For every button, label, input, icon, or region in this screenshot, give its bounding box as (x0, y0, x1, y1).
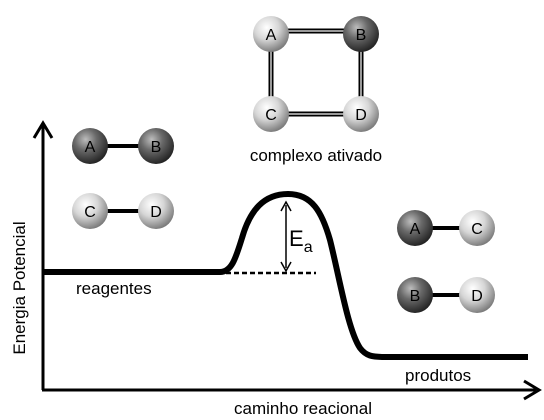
activation-energy-label: Ea (289, 226, 313, 256)
reactant-atom-a: A (72, 128, 108, 164)
svg-text:A: A (85, 139, 96, 156)
complex-atom-c: C (253, 96, 289, 132)
y-axis-arrow-icon (32, 120, 54, 139)
svg-text:C: C (471, 221, 483, 238)
product-atom-c: C (459, 210, 495, 246)
svg-text:B: B (356, 27, 367, 44)
svg-text:B: B (151, 139, 162, 156)
reactant-atom-c: C (72, 193, 108, 229)
activation-energy-arrow-icon (280, 200, 292, 273)
svg-text:D: D (150, 204, 162, 221)
product-molecule-bd: B D (397, 277, 495, 313)
svg-text:A: A (266, 27, 277, 44)
reactant-molecule-cd: C D (72, 193, 174, 229)
activation-energy-symbol: E (289, 226, 304, 251)
reactant-atom-b: B (138, 128, 174, 164)
energy-curve (43, 191, 528, 360)
product-atom-b: B (397, 277, 433, 313)
y-axis-label: Energia Potencial (10, 221, 29, 354)
svg-text:B: B (410, 288, 421, 305)
x-axis-label: caminho reacional (234, 399, 372, 418)
product-atom-a: A (397, 210, 433, 246)
activated-complex: A B C D (253, 16, 379, 132)
axes (32, 120, 542, 401)
svg-text:C: C (84, 204, 96, 221)
complex-atom-d: D (343, 96, 379, 132)
svg-text:C: C (265, 107, 277, 124)
x-axis-arrow-icon (523, 379, 542, 401)
svg-text:A: A (410, 221, 421, 238)
complex-atom-b: B (343, 16, 379, 52)
reactant-atom-d: D (138, 193, 174, 229)
reactant-molecule-ab: A B (72, 128, 174, 164)
activated-complex-label: complexo ativado (250, 146, 382, 165)
svg-text:D: D (355, 107, 367, 124)
reactants-label: reagentes (76, 279, 152, 298)
products-label: produtos (405, 366, 471, 385)
product-atom-d: D (459, 277, 495, 313)
svg-text:D: D (471, 288, 483, 305)
product-molecule-ac: A C (397, 210, 495, 246)
complex-atom-a: A (253, 16, 289, 52)
activation-energy-subscript: a (304, 239, 313, 256)
